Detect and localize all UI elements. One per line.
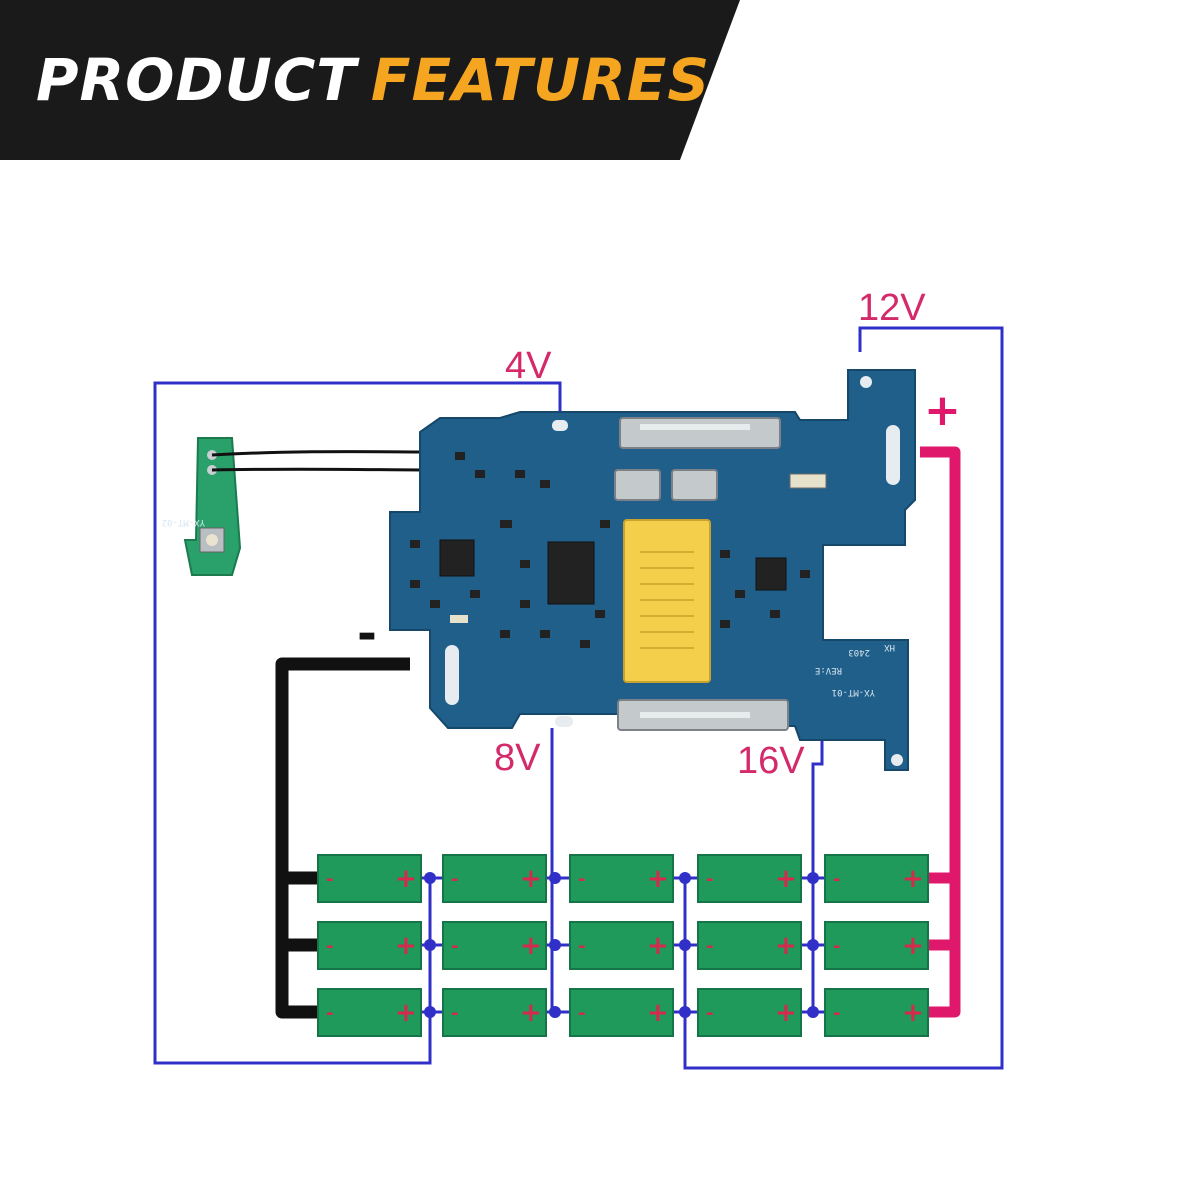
cell-positive-terminal: +: [395, 864, 417, 894]
battery-cell-body: [569, 921, 674, 970]
cell-positive-terminal: +: [647, 931, 669, 961]
switch-wires: [211, 450, 441, 472]
negative-wire: [275, 657, 410, 1019]
label-plus: +: [924, 385, 961, 436]
battery-cell-body: [442, 988, 547, 1037]
cell-positive-terminal: +: [520, 864, 542, 894]
battery-cell: -+: [317, 854, 422, 903]
cell-negative-terminal: -: [706, 936, 713, 957]
cell-positive-terminal: +: [902, 931, 924, 961]
battery-cell-body: [824, 921, 929, 970]
cell-negative-terminal: -: [578, 1003, 585, 1024]
battery-cell: -+: [442, 921, 547, 970]
battery-cell-body: [697, 921, 802, 970]
battery-cell: -+: [569, 988, 674, 1037]
battery-cell-body: [317, 988, 422, 1037]
label-4v: 4V: [505, 345, 552, 387]
aux-switch-board: YX-MT-02: [162, 437, 242, 576]
banner-word-features: FEATURES: [370, 46, 711, 114]
junction-dots: [424, 872, 819, 1018]
cell-negative-terminal: -: [706, 869, 713, 890]
cell-negative-terminal: -: [578, 936, 585, 957]
label-16v: 16V: [737, 740, 805, 782]
board-hx: HX: [884, 642, 895, 652]
cell-positive-terminal: +: [902, 864, 924, 894]
cell-positive-terminal: +: [647, 864, 669, 894]
battery-cell-body: [824, 854, 929, 903]
battery-cell: -+: [824, 921, 929, 970]
wire-16v: [811, 740, 824, 1012]
cell-positive-terminal: +: [647, 998, 669, 1028]
battery-cell-body: [317, 921, 422, 970]
cell-positive-terminal: +: [395, 998, 417, 1028]
aux-board-model: YX-MT-02: [162, 517, 205, 527]
battery-cell-body: [442, 854, 547, 903]
cell-negative-terminal: -: [326, 936, 333, 957]
cell-positive-terminal: +: [395, 931, 417, 961]
board-model: YX-MT-01: [832, 687, 875, 697]
battery-cell: -+: [569, 854, 674, 903]
battery-cell: -+: [569, 921, 674, 970]
battery-cell: -+: [697, 854, 802, 903]
cell-negative-terminal: -: [706, 1003, 713, 1024]
battery-cell-body: [697, 854, 802, 903]
label-12v: 12V: [858, 287, 926, 329]
battery-cell: -+: [317, 921, 422, 970]
battery-cell: -+: [317, 988, 422, 1037]
battery-cell: -+: [442, 854, 547, 903]
cell-positive-terminal: +: [775, 998, 797, 1028]
battery-cell: -+: [824, 854, 929, 903]
wire-12v-loop: [683, 326, 1004, 1070]
battery-cell: -+: [824, 988, 929, 1037]
cell-negative-terminal: -: [451, 936, 458, 957]
cell-negative-terminal: -: [451, 869, 458, 890]
bms-pcb: YX-MT-01 REV:E 2403 HX: [389, 369, 916, 771]
battery-cell: -+: [697, 921, 802, 970]
battery-cell-grid: -+-+-+-+-+-+-+-+-+-+-+-+-+-+-+: [317, 854, 929, 1037]
battery-cell-body: [569, 988, 674, 1037]
cell-positive-terminal: +: [520, 998, 542, 1028]
cell-positive-terminal: +: [775, 864, 797, 894]
label-minus: -: [357, 606, 377, 662]
battery-cell-body: [697, 988, 802, 1037]
cell-positive-terminal: +: [902, 998, 924, 1028]
cell-positive-terminal: +: [775, 931, 797, 961]
battery-cell-body: [317, 854, 422, 903]
label-8v: 8V: [494, 737, 541, 779]
cell-negative-terminal: -: [833, 936, 840, 957]
board-rev: REV:E: [815, 665, 842, 675]
wire-4v-loop: [153, 381, 562, 1065]
banner: [0, 0, 740, 160]
battery-cell-body: [824, 988, 929, 1037]
cell-negative-terminal: -: [326, 1003, 333, 1024]
battery-cell-body: [442, 921, 547, 970]
battery-cell: -+: [442, 988, 547, 1037]
battery-cell-body: [569, 854, 674, 903]
cell-negative-terminal: -: [578, 869, 585, 890]
cell-negative-terminal: -: [326, 869, 333, 890]
cell-negative-terminal: -: [833, 1003, 840, 1024]
board-code: 2403: [848, 647, 870, 657]
cell-positive-terminal: +: [520, 931, 542, 961]
banner-word-product: PRODUCT: [36, 46, 357, 114]
battery-cell: -+: [697, 988, 802, 1037]
positive-wire: [920, 446, 961, 1018]
cell-negative-terminal: -: [451, 1003, 458, 1024]
cell-negative-terminal: -: [833, 869, 840, 890]
